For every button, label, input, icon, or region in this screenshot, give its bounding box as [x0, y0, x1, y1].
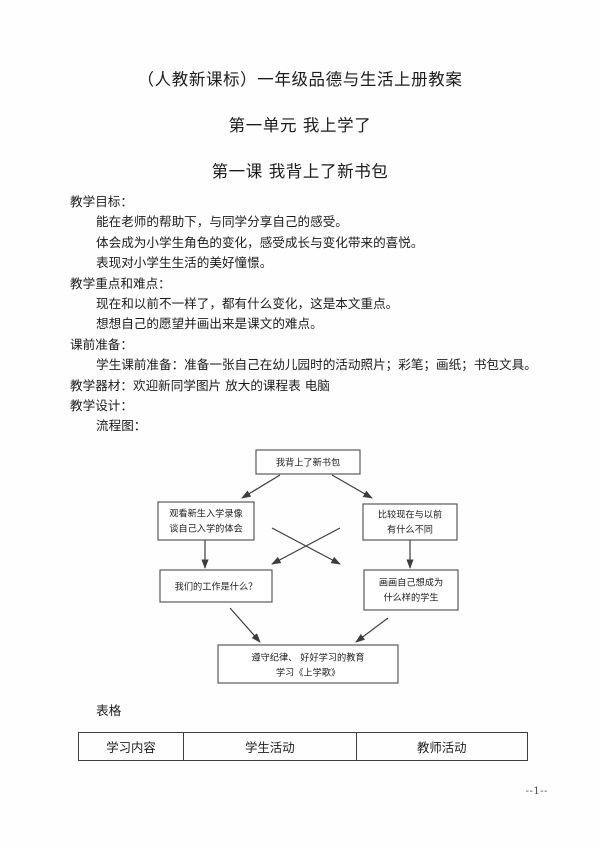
flow-node-right-bottom: 画画自己想成为 什么样的学生	[363, 569, 459, 611]
section-heading-objectives: 教学目标：	[70, 194, 133, 209]
body-text: 教学目标： 能在老师的帮助下，与同学分享自己的感受。 体会成为小学生角色的变化，…	[70, 192, 540, 437]
flow-node-right-top: 比较现在与以前 有什么不同	[362, 503, 458, 541]
section-heading-equipment: 教学器材：欢迎新同学图片 放大的课程表 电脑	[70, 377, 330, 393]
flow-node-left-top-line1: 观看新生入学录像	[169, 508, 243, 520]
flow-node-left-bottom: 我们的工作是什么？	[159, 569, 273, 603]
objectives-line-3: 表现对小学生生活的美好憧憬。	[96, 255, 273, 271]
flow-node-final-line2: 学习《上学歌》	[276, 667, 340, 679]
flow-node-left-top-line2: 谈自己入学的体会	[169, 523, 243, 535]
section-heading-key-points: 教学重点和难点：	[70, 275, 171, 291]
flow-node-root: 我背上了新书包	[255, 449, 361, 475]
objectives-line-2: 体会成为小学生角色的变化，感受成长与变化带来的喜悦。	[96, 234, 424, 250]
edge-root-to-right-top	[331, 474, 373, 499]
table-header-learning-content: 学习内容	[77, 732, 185, 761]
flow-node-right-bottom-line1: 画画自己想成为	[379, 577, 443, 589]
flow-node-final-line1: 遵守纪律、 好好学习的教育	[251, 652, 364, 664]
section-heading-design: 教学设计：	[70, 398, 133, 414]
section-heading-preparation: 课前准备：	[70, 336, 133, 352]
flowchart: 我背上了新书包 观看新生入学录像 谈自己入学的体会 比较现在与以前 有什么不同 …	[120, 440, 480, 690]
design-line-1: 流程图：	[96, 418, 147, 434]
table-label: 表格	[96, 703, 122, 718]
key-points-line-2: 想想自己的愿望并画出来是课文的难点。	[96, 316, 323, 332]
table-row: 学习内容 学生活动 教师活动	[77, 732, 529, 761]
flow-node-right-bottom-line2: 什么样的学生	[383, 592, 438, 604]
flow-node-right-top-line2: 有什么不同	[387, 524, 433, 536]
edge-left-bottom-to-final	[229, 607, 261, 643]
page-number: --1--	[525, 786, 548, 797]
preparation-line-1: 学生课前准备：准备一张自己在幼儿园时的活动照片；彩笔；画纸；书包文具。	[96, 357, 537, 373]
lesson-table: 学习内容 学生活动 教师活动	[77, 732, 529, 761]
title-block: （人教新课标）一年级品德与生活上册教案 第一单元 我上学了 第一课 我背上了新书…	[0, 66, 600, 182]
objectives-line-1: 能在老师的帮助下，与同学分享自己的感受。	[96, 214, 348, 230]
key-points-line-1: 现在和以前不一样了，都有什么变化，这是本文重点。	[96, 296, 399, 312]
flow-node-root-label: 我背上了新书包	[276, 457, 340, 469]
table-header-student-activity: 学生活动	[183, 732, 357, 761]
unit-title: 第一单元 我上学了	[228, 116, 372, 135]
table-header-teacher-activity: 教师活动	[355, 732, 529, 761]
flow-node-right-top-line1: 比较现在与以前	[378, 509, 442, 521]
edge-cross-left-to-right	[271, 527, 341, 565]
document-title: （人教新课标）一年级品德与生活上册教案	[137, 70, 463, 89]
lesson-title: 第一课 我背上了新书包	[211, 162, 389, 181]
flow-node-left-bottom-label: 我们的工作是什么？	[175, 581, 258, 593]
flow-node-left-top: 观看新生入学录像 谈自己入学的体会	[157, 501, 255, 541]
edge-right-bottom-to-final	[355, 617, 389, 643]
edge-root-to-left-top	[241, 474, 281, 499]
flow-node-final: 遵守纪律、 好好学习的教育 学习《上学歌》	[217, 644, 399, 684]
